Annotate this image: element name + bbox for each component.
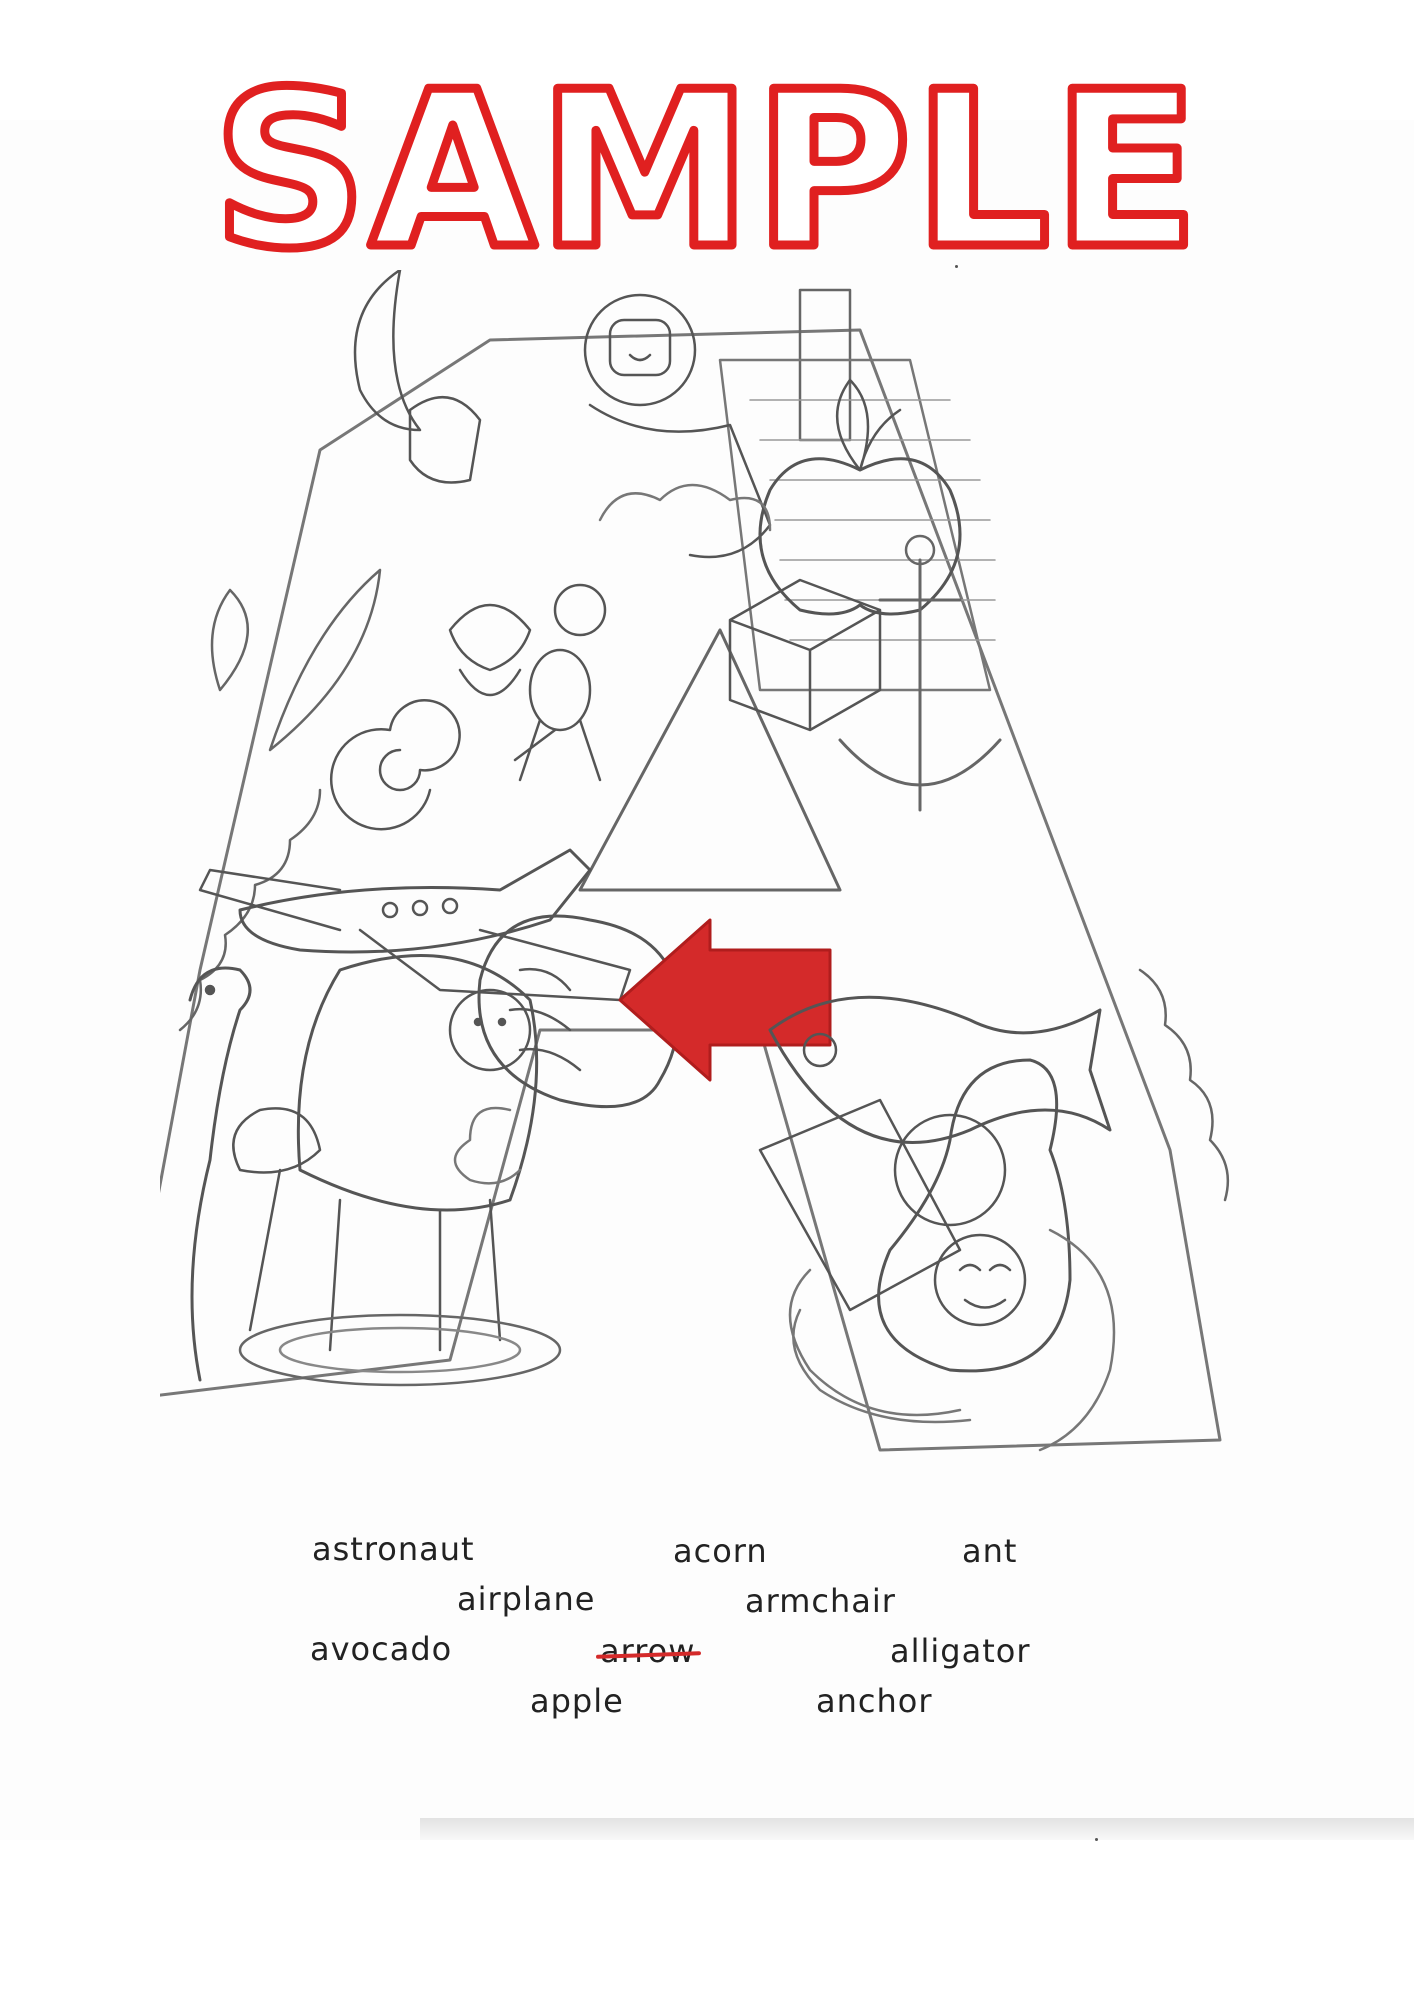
word-ant: ant — [962, 1532, 1018, 1570]
red-arrow — [618, 918, 832, 1082]
airplane-drawing — [238, 848, 592, 954]
word-anchor: anchor — [816, 1682, 933, 1720]
acorn-drawing — [448, 603, 532, 697]
dice-drawing — [728, 578, 882, 732]
ant-drawing — [553, 583, 607, 637]
sheet-edge-shadow — [420, 1818, 1414, 1840]
armchair-drawing — [296, 954, 539, 1212]
word-airplane: airplane — [457, 1580, 596, 1618]
word-acorn: acorn — [673, 1532, 768, 1570]
alarm-clock-drawing — [893, 1113, 1007, 1227]
dinosaur-drawing — [188, 966, 252, 1382]
book-drawing — [758, 1098, 962, 1312]
word-list: astronaut acorn ant airplane armchair av… — [0, 1500, 1414, 1740]
word-astronaut: astronaut — [312, 1530, 475, 1568]
word-avocado: avocado — [310, 1630, 453, 1668]
fish-drawing — [768, 995, 1112, 1144]
word-arrow-label: arrow — [600, 1632, 696, 1670]
snail-shell-drawing — [329, 699, 461, 831]
word-arrow: arrow — [595, 1632, 702, 1670]
word-apple: apple — [530, 1682, 624, 1720]
speck — [1095, 1838, 1098, 1841]
chimney-drawing — [798, 288, 852, 442]
avocado-drawing — [877, 1058, 1072, 1373]
speck — [955, 265, 958, 268]
astronaut-drawing — [583, 293, 697, 407]
apple-drawing — [758, 457, 962, 616]
letter-a-inner-triangle — [578, 628, 842, 892]
sun-face-drawing — [448, 988, 532, 1072]
word-armchair: armchair — [745, 1582, 896, 1620]
sample-watermark: SAMPLE — [208, 41, 1204, 281]
word-alligator: alligator — [890, 1632, 1031, 1670]
letter-a-illustration — [160, 270, 1230, 1452]
sample-watermark-text: SAMPLE — [213, 45, 1202, 280]
anchor-drawing — [838, 558, 1002, 812]
letter-a-outline — [160, 328, 1222, 1452]
